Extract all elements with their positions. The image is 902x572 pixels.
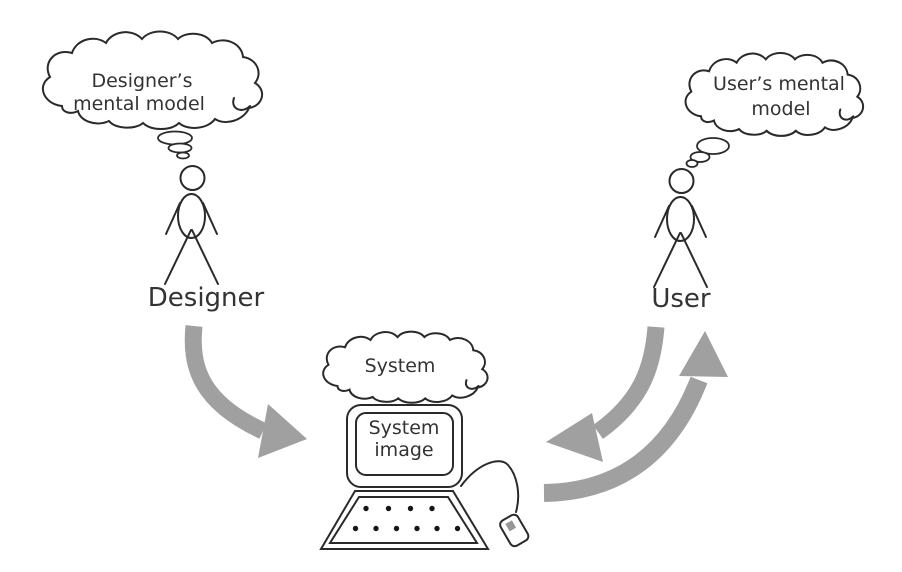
keyboard-icon bbox=[319, 490, 490, 550]
system-cloud-label: System bbox=[365, 355, 436, 377]
system-image-screen bbox=[355, 412, 454, 476]
designer-cloud-text-line1: Designer’s bbox=[91, 70, 192, 92]
user-thought-bubbles bbox=[685, 137, 730, 168]
system-image-text-line2: image bbox=[374, 439, 433, 461]
computer-monitor-icon: System image bbox=[346, 404, 463, 488]
arrow-system-to-user bbox=[543, 331, 728, 502]
designer-figure stick-person-icon bbox=[164, 165, 219, 285]
system-image-text-line1: System bbox=[369, 417, 440, 439]
designer-thought-cloud: Designer’s mental model bbox=[41, 30, 264, 130]
arrow-designer-to-system bbox=[184, 325, 307, 458]
keyboard-dots bbox=[352, 505, 461, 532]
designer-cloud-text-line2: mental model bbox=[73, 93, 205, 115]
mouse-cable bbox=[460, 460, 520, 513]
mouse-icon bbox=[499, 513, 530, 548]
user-thought-cloud: User’s mental model bbox=[684, 52, 864, 137]
arrow-user-to-system bbox=[546, 326, 665, 462]
designer-thought-bubbles bbox=[157, 130, 193, 160]
user-label: User bbox=[651, 284, 711, 314]
user-cloud-text-line2: model bbox=[751, 98, 810, 120]
user-figure stick-person-icon bbox=[653, 168, 708, 288]
designer-label: Designer bbox=[148, 283, 265, 313]
mouse-button bbox=[505, 520, 517, 532]
user-cloud-text-line1: User’s mental bbox=[713, 73, 845, 95]
